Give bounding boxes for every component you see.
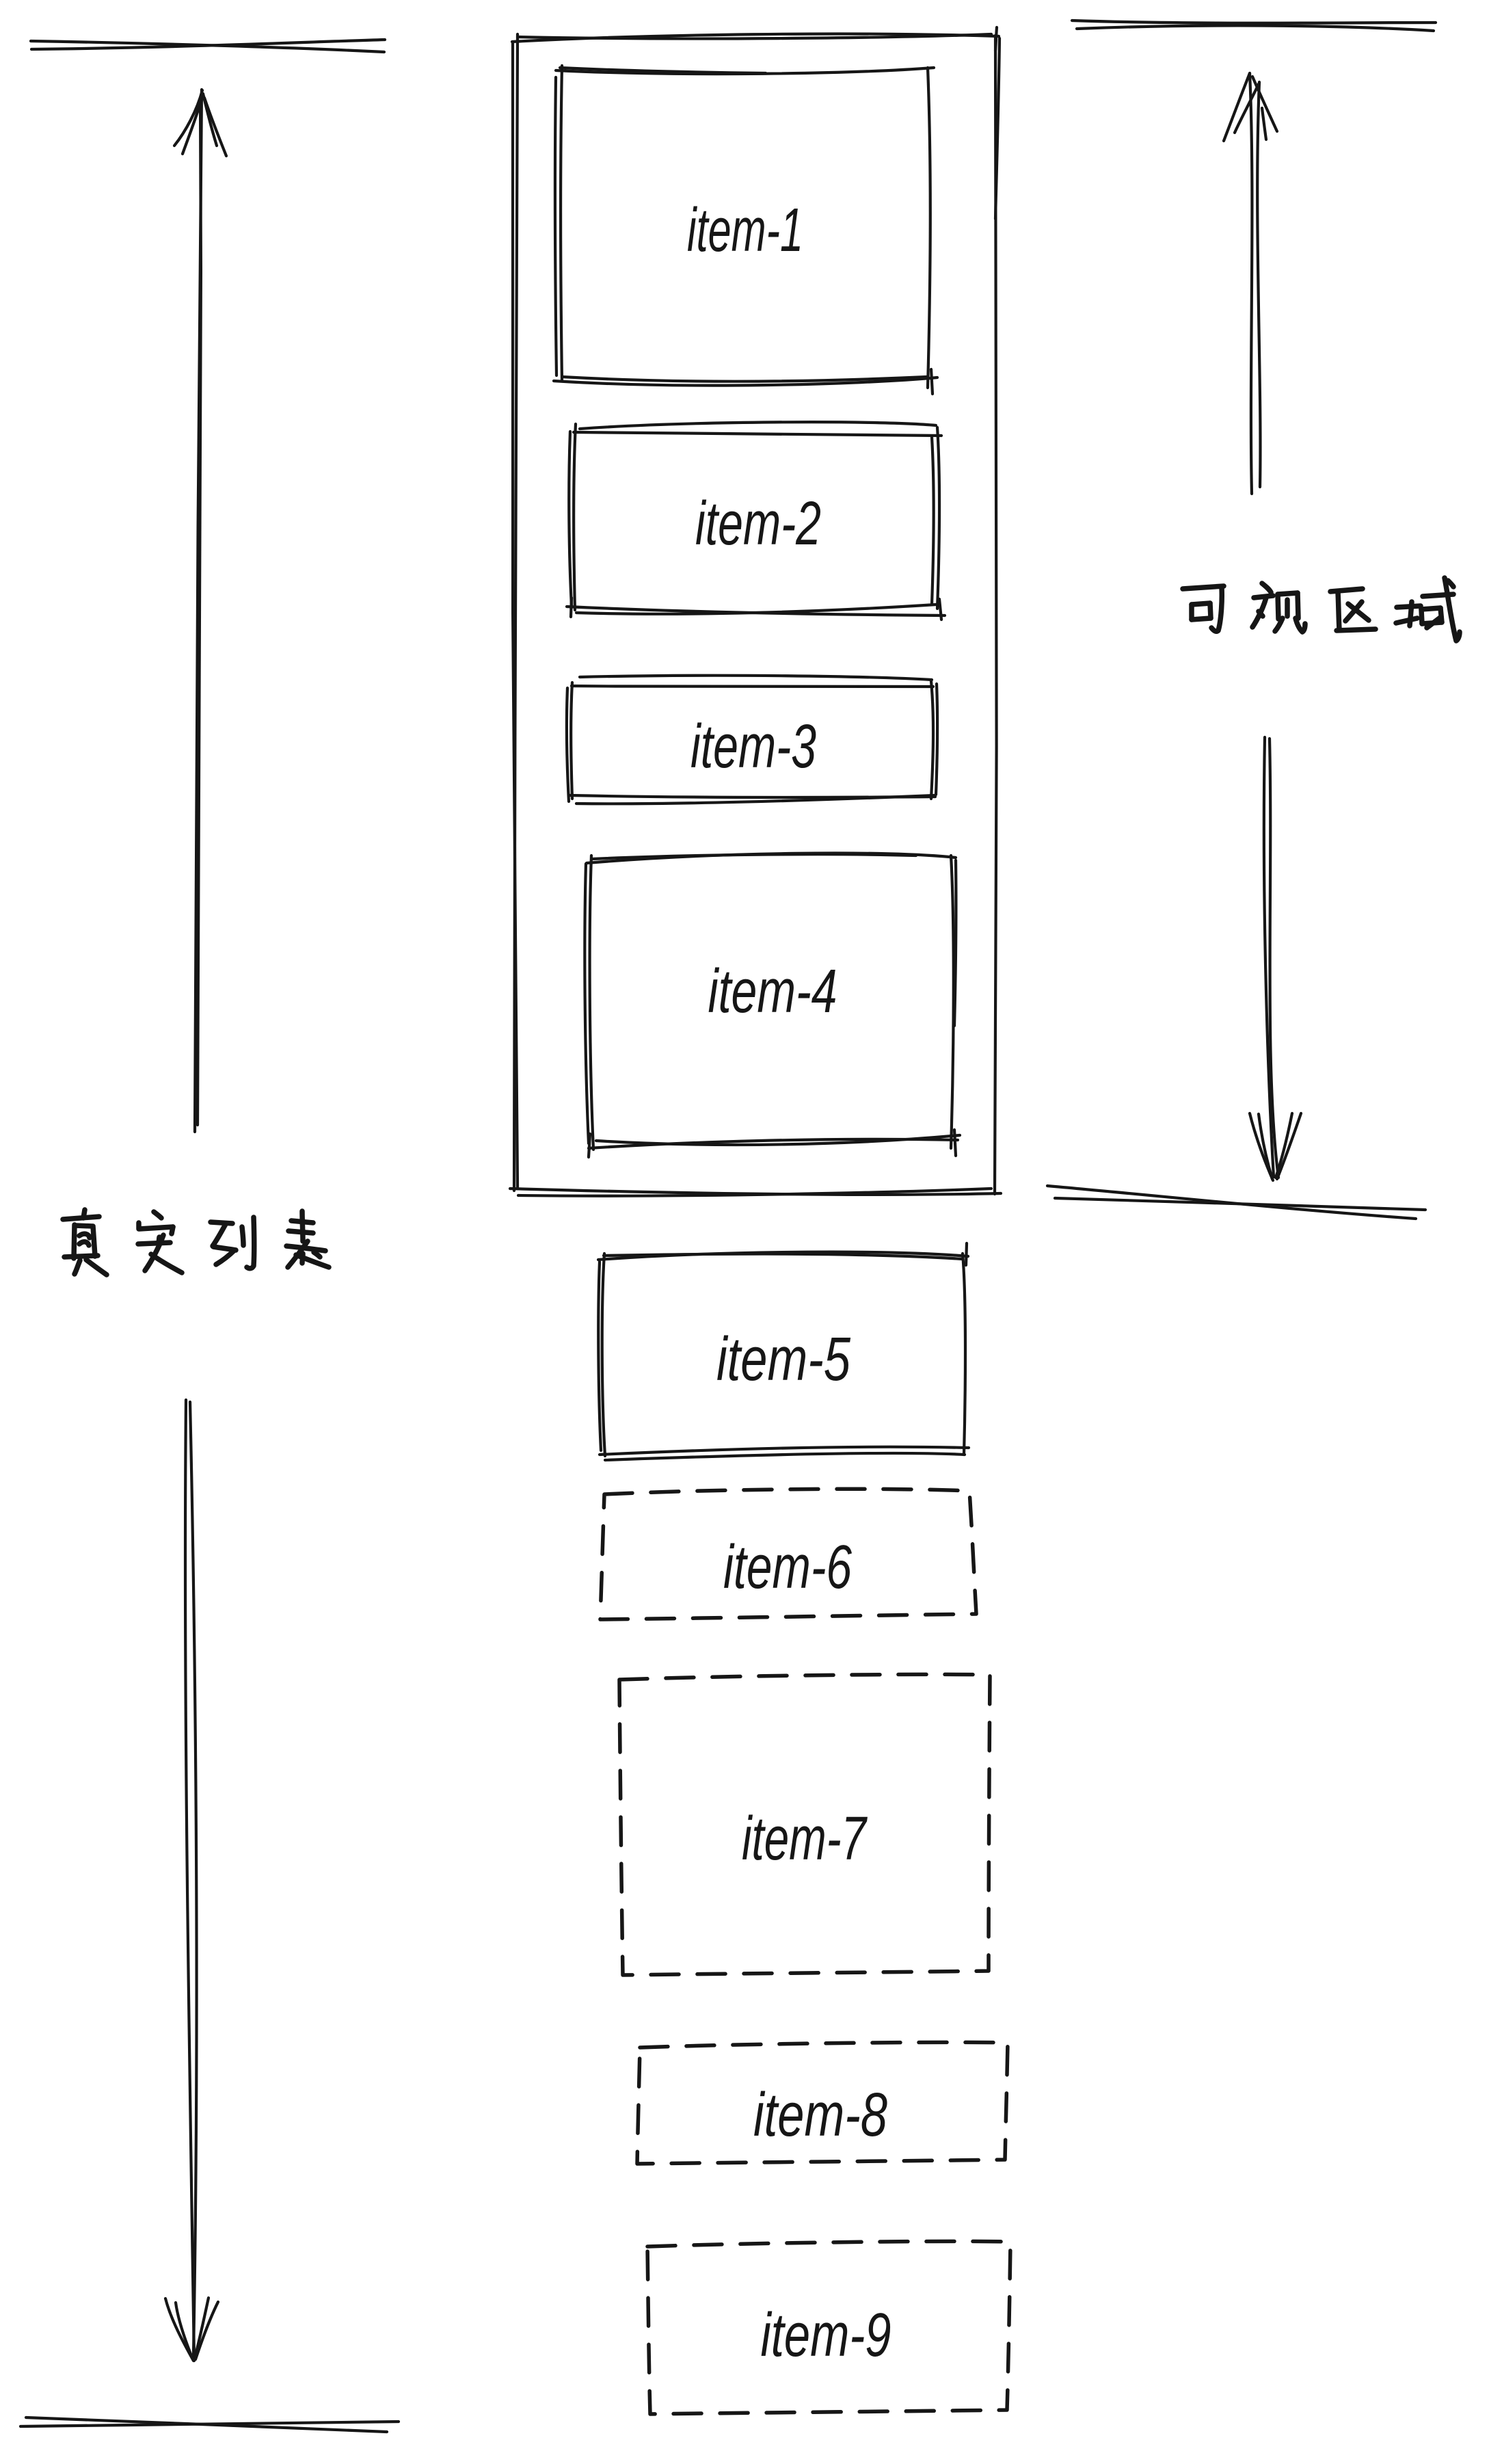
svg-text:item-8: item-8	[753, 2081, 887, 2149]
svg-text:item-9: item-9	[761, 2301, 891, 2370]
svg-text:item-1: item-1	[687, 196, 803, 265]
svg-text:item-7: item-7	[742, 1805, 868, 1873]
svg-text:item-2: item-2	[695, 490, 821, 558]
svg-text:item-5: item-5	[716, 1325, 851, 1394]
svg-text:item-3: item-3	[690, 713, 816, 781]
svg-text:item-4: item-4	[708, 957, 837, 1026]
svg-text:item-6: item-6	[723, 1533, 853, 1602]
